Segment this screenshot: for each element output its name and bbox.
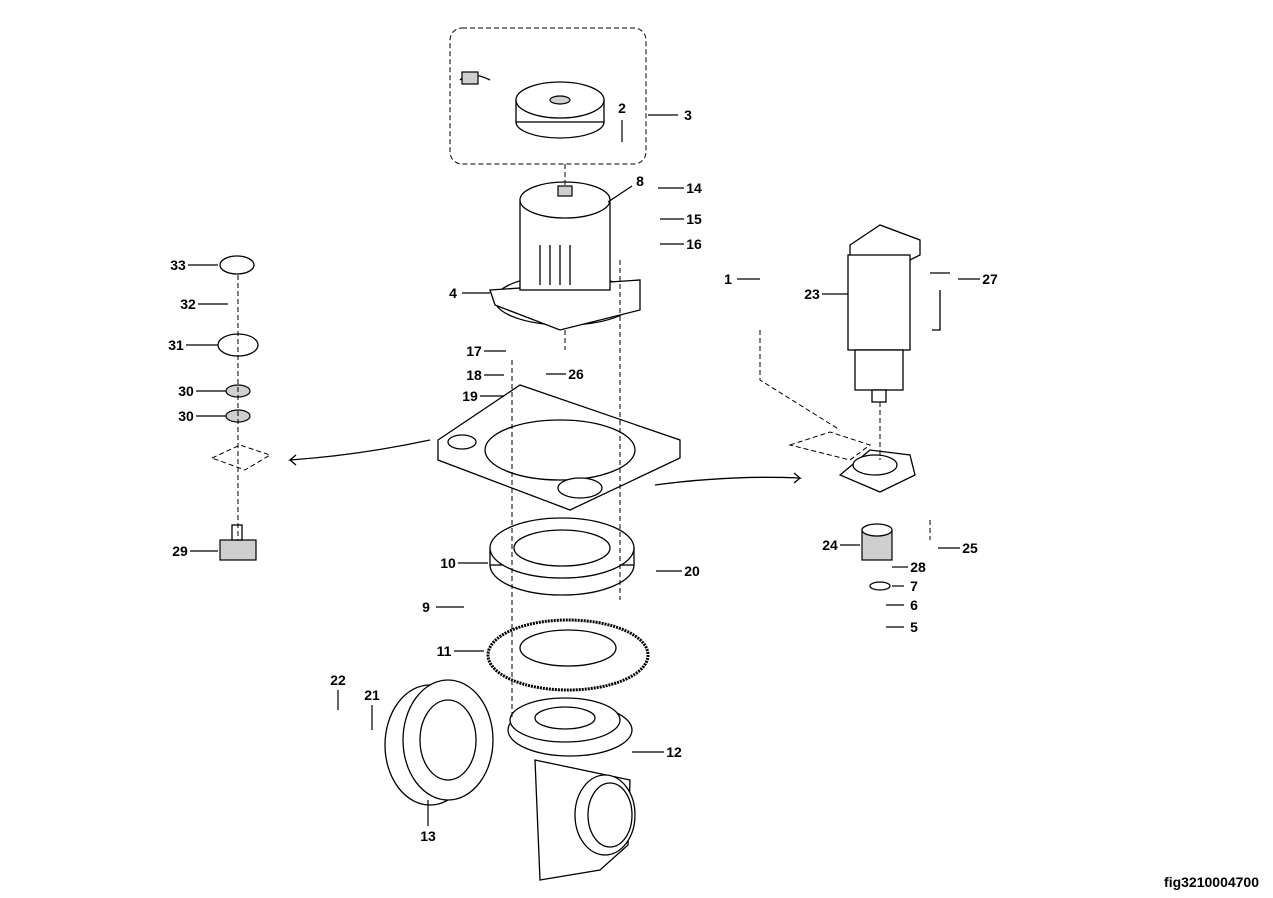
gear-ring bbox=[486, 618, 650, 692]
callout-9: 9 bbox=[422, 599, 430, 615]
callout-24: 24 bbox=[822, 537, 838, 553]
arrow-left bbox=[288, 439, 431, 466]
callout-2: 2 bbox=[618, 100, 626, 116]
callout-10: 10 bbox=[440, 555, 456, 571]
callout-15: 15 bbox=[686, 211, 702, 227]
callout-30: 30 bbox=[178, 408, 194, 424]
callout-17: 17 bbox=[466, 343, 482, 359]
brake-assembly-group-box bbox=[449, 27, 647, 165]
callout-29: 29 bbox=[172, 543, 188, 559]
left-gear-stack bbox=[210, 255, 272, 561]
callout-32: 32 bbox=[180, 296, 196, 312]
callout-27: 27 bbox=[982, 271, 998, 287]
brake-unit bbox=[459, 71, 605, 139]
callout-11: 11 bbox=[437, 643, 452, 659]
callout-33: 33 bbox=[170, 257, 186, 273]
callout-13: 13 bbox=[420, 828, 436, 844]
drive-motor bbox=[489, 181, 641, 331]
callout-20: 20 bbox=[684, 563, 700, 579]
wheel-tire bbox=[384, 679, 494, 806]
callout-7: 7 bbox=[910, 578, 918, 594]
callout-19: 19 bbox=[462, 388, 478, 404]
callout-31: 31 bbox=[168, 337, 184, 353]
callout-21: 21 bbox=[364, 687, 380, 703]
drive-wheel-housing bbox=[507, 697, 636, 881]
pinion-gear-small bbox=[861, 523, 893, 591]
axis-lines bbox=[237, 164, 931, 720]
callout-1: 1 bbox=[724, 271, 732, 287]
callout-8: 8 bbox=[636, 173, 644, 189]
callout-25: 25 bbox=[962, 540, 978, 556]
callout-3: 3 bbox=[684, 107, 692, 123]
callout-18: 18 bbox=[466, 367, 482, 383]
callout-23: 23 bbox=[804, 286, 820, 302]
slewing-bearing bbox=[489, 517, 635, 596]
callout-5: 5 bbox=[910, 619, 918, 635]
callout-22: 22 bbox=[330, 672, 346, 688]
figure-id: fig3210004700 bbox=[1164, 874, 1259, 890]
callout-16: 16 bbox=[686, 236, 702, 252]
callout-12: 12 bbox=[666, 744, 682, 760]
callout-4: 4 bbox=[449, 285, 457, 301]
arrow-right bbox=[654, 472, 802, 486]
callout-14: 14 bbox=[686, 180, 702, 196]
callout-6: 6 bbox=[910, 597, 918, 613]
steering-bracket bbox=[788, 431, 916, 493]
leader-line bbox=[607, 185, 633, 203]
callout-26: 26 bbox=[568, 366, 584, 382]
steering-motor bbox=[847, 224, 950, 403]
callout-28: 28 bbox=[910, 559, 926, 575]
callout-30: 30 bbox=[178, 383, 194, 399]
